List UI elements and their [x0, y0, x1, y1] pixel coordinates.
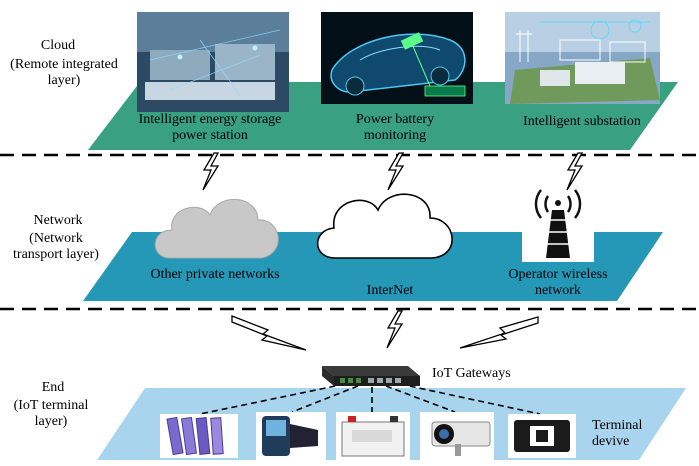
end-layer-title: End — [41, 380, 65, 395]
lightning-icon — [566, 152, 584, 191]
gray-cloud-icon — [154, 199, 279, 259]
radio-tower-icon — [522, 189, 594, 262]
lightning-icon — [202, 152, 220, 191]
lightning-icon — [387, 152, 405, 191]
handheld-reader-photo — [256, 412, 326, 460]
terminal-device-label: Terminal devive — [592, 418, 643, 450]
cloud-item-label: Power battery monitoring — [355, 112, 435, 144]
lightning-icon — [386, 310, 404, 349]
network-layer-subtitle: (Network transport layer) — [13, 231, 99, 263]
ev-battery-photo — [321, 12, 473, 104]
cloud-item-label: Intelligent substation — [523, 114, 641, 129]
sensor-photo — [508, 414, 576, 458]
energy-storage-station-photo — [137, 12, 289, 112]
gateway-label: IoT Gateways — [432, 366, 511, 381]
white-cloud-icon — [316, 193, 453, 259]
cloud-layer-title: Cloud — [40, 38, 76, 53]
network-item-label: InterNet — [366, 283, 414, 298]
substation-photo — [505, 12, 660, 104]
end-layer-subtitle: (IoT terminal layer) — [13, 398, 89, 430]
lightning-icon — [231, 315, 307, 351]
network-layer-title: Network — [33, 213, 83, 228]
camera-photo — [420, 412, 494, 460]
cloud-layer-subtitle: (Remote integrated layer) — [10, 57, 118, 89]
lightning-icon — [459, 316, 539, 349]
network-item-label: Operator wireless network — [508, 267, 608, 299]
network-item-label: Other private networks — [150, 267, 280, 282]
rfid-tags-photo — [160, 414, 238, 458]
battery-photo — [336, 412, 410, 460]
iot-gateway-device — [322, 366, 420, 386]
cloud-item-label: Intelligent energy storage power station — [138, 112, 282, 144]
